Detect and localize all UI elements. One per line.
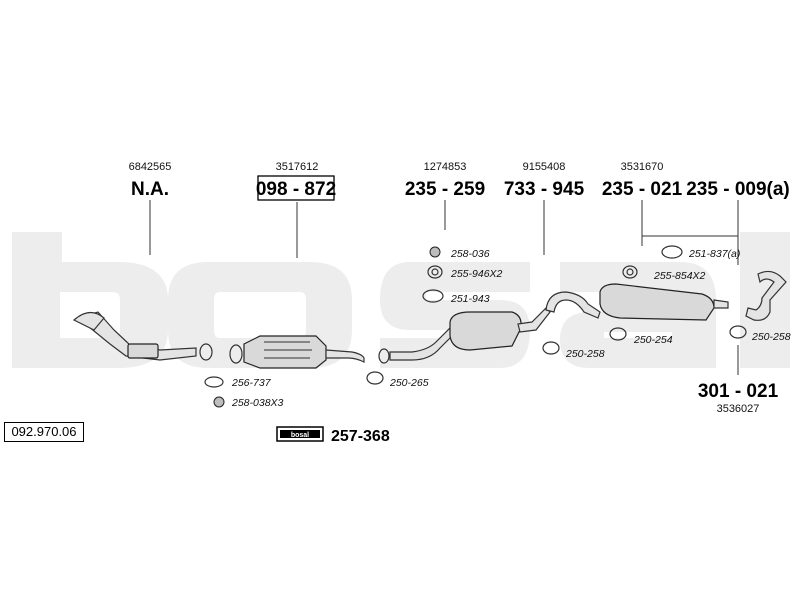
- oem-number-9155408: 9155408: [523, 161, 566, 173]
- fitting-label: 255-854X2: [653, 270, 706, 282]
- part-number-na: N.A.: [131, 179, 169, 200]
- fitting-label: 250-258: [565, 348, 605, 360]
- oem-number-3536027: 3536027: [717, 403, 760, 415]
- fitting-250-254: 250-254: [609, 327, 673, 346]
- fitting-258-036: 258-036: [429, 246, 490, 260]
- catalytic-converter: [229, 335, 365, 369]
- fitting-251-837a: 251-837(a): [661, 245, 740, 260]
- part-number-frame: [257, 175, 335, 201]
- rear-silencer: [545, 283, 729, 321]
- part-number-235-259: 235 - 259: [405, 179, 485, 200]
- fitting-label: 251-837(a): [688, 248, 740, 260]
- oem-number-1274853: 1274853: [424, 161, 467, 173]
- fitting-250-265: 250-265: [366, 371, 429, 389]
- part-number-733-945: 733 - 945: [504, 179, 585, 200]
- oem-number-3531670: 3531670: [621, 161, 664, 173]
- fitting-250-258-mid: 250-258: [542, 341, 605, 360]
- oem-number-3517612: 3517612: [276, 161, 319, 173]
- fitting-label: 258-036: [450, 248, 490, 260]
- part-number-235-009a: 235 - 009(a): [686, 179, 790, 200]
- fitting-250-258-right: 250-258: [729, 325, 791, 343]
- fitting-label: 250-265: [389, 377, 429, 389]
- tail-pipe: [745, 270, 787, 321]
- leader-lines: [149, 200, 739, 375]
- front-pipe: [72, 311, 213, 361]
- fitting-label: 250-254: [633, 334, 673, 346]
- fitting-label: 258-038X3: [231, 397, 284, 409]
- fitting-label: 250-258: [751, 331, 791, 343]
- fitting-label: 256-737: [231, 377, 272, 389]
- fitting-255-946x2: 255-946X2: [427, 265, 503, 280]
- fitting-251-943: 251-943: [422, 289, 490, 305]
- mounting-kit-part-number: 257-368: [331, 428, 390, 445]
- bosal-badge-text: bosal: [291, 432, 309, 439]
- part-number-098-872: 098 - 872: [256, 179, 336, 200]
- mounting-kit: bosal 257-368: [276, 426, 390, 445]
- fitting-label: 255-946X2: [450, 268, 503, 280]
- fitting-label: 251-943: [450, 293, 490, 305]
- fitting-256-737: 256-737: [204, 376, 272, 389]
- fitting-255-854x2: 255-854X2: [622, 265, 706, 282]
- oem-number-6842565: 6842565: [129, 161, 172, 173]
- part-number-235-021: 235 - 021: [602, 179, 683, 200]
- part-number-301-021: 301 - 021: [698, 381, 779, 402]
- catalog-number-box: 092.970.06: [4, 422, 84, 442]
- fitting-258-038x3: 258-038X3: [213, 396, 284, 409]
- middle-silencer: [378, 307, 551, 364]
